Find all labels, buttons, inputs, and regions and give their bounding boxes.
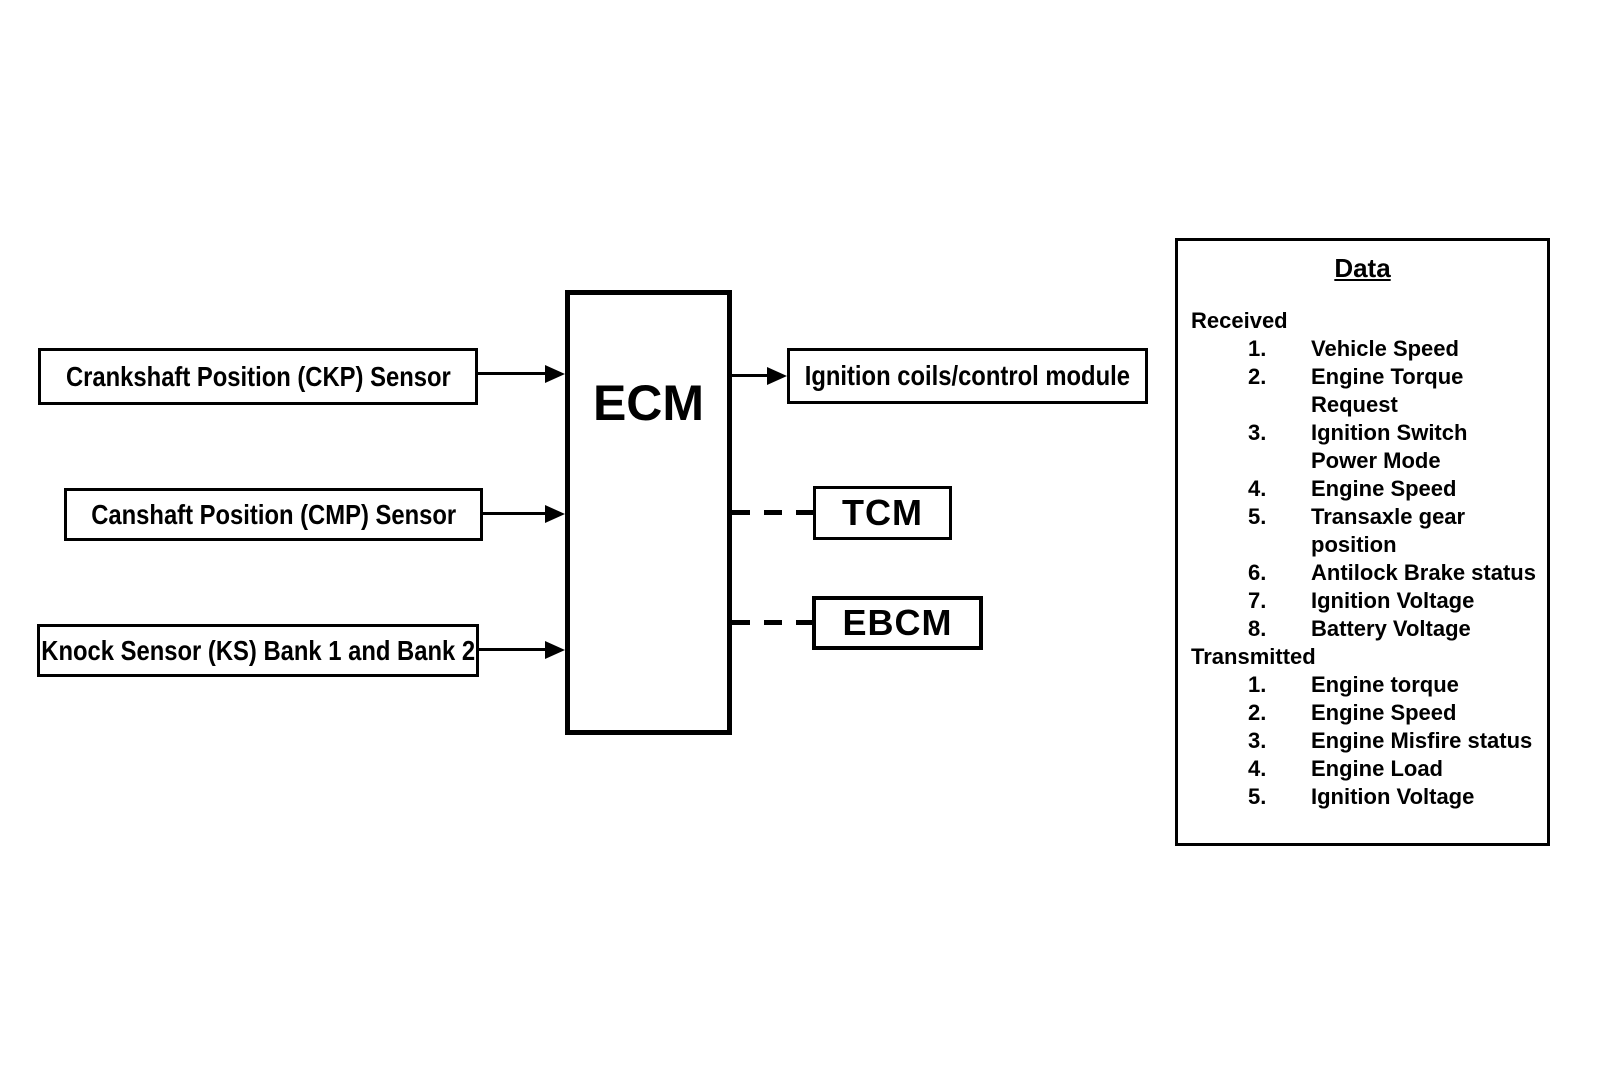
list-item-text: Ignition Voltage [1311, 784, 1475, 809]
list-item: 7. Ignition Voltage [1178, 587, 1547, 615]
data-panel-title: Data [1334, 253, 1391, 283]
knock-sensor-label: Knock Sensor (KS) Bank 1 and Bank 2 [41, 634, 475, 666]
list-item-number: 4. [1248, 476, 1267, 501]
output-box-tcm: TCM [813, 486, 952, 540]
arrowhead-icon [545, 641, 565, 659]
output-box-ignition-coils: Ignition coils/control module [787, 348, 1148, 404]
transmitted-section-label: Transmitted [1191, 644, 1316, 669]
list-item: 3. Engine Misfire status [1178, 727, 1547, 755]
list-item-number: 5. [1248, 504, 1267, 529]
list-item: 8. Battery Voltage [1178, 615, 1547, 643]
arrow-line-cmp-to-ecm [483, 512, 545, 515]
transmitted-list: 1. Engine torque 2. Engine Speed 3. Engine Mi… [1178, 671, 1547, 811]
arrowhead-icon [545, 365, 565, 383]
list-item-number: 6. [1248, 560, 1267, 585]
list-item: 2. Engine Speed [1178, 699, 1547, 727]
ecm-box: ECM [565, 290, 732, 735]
tcm-label: TCM [842, 492, 923, 533]
list-item: 1. Engine torque [1178, 671, 1547, 699]
list-item-number: 8. [1248, 616, 1267, 641]
list-item: 5. Ignition Voltage [1178, 783, 1547, 811]
input-box-cmp-sensor: Canshaft Position (CMP) Sensor [64, 488, 483, 541]
dashed-line-ecm-to-ebcm [732, 620, 812, 625]
arrow-line-ecm-to-ignition [732, 374, 767, 377]
data-panel: Data Received 1. Vehicle Speed 2. Engine To… [1175, 238, 1550, 846]
list-item-text: Engine Misfire status [1311, 728, 1533, 753]
list-item: 6. Antilock Brake status [1178, 559, 1547, 587]
list-item-number: 2. [1248, 700, 1267, 725]
arrow-line-ckp-to-ecm [478, 372, 545, 375]
list-item: 3. Ignition Switch Power Mode [1178, 419, 1547, 475]
list-item-number: 7. [1248, 588, 1267, 613]
list-item-text: Engine Torque Request [1311, 364, 1464, 417]
list-item-text: Engine Speed [1311, 700, 1457, 725]
list-item-text: Transaxle gear position [1311, 504, 1466, 557]
list-item-number: 4. [1248, 756, 1267, 781]
list-item-text: Ignition Voltage [1311, 588, 1475, 613]
list-item-text: Ignition Switch Power Mode [1311, 420, 1468, 473]
received-section-label: Received [1191, 308, 1288, 333]
list-item-text: Engine Speed [1311, 476, 1457, 501]
list-item-text: Vehicle Speed [1311, 336, 1459, 361]
output-box-ebcm: EBCM [812, 596, 983, 650]
list-item-text: Antilock Brake status [1311, 560, 1536, 585]
input-box-knock-sensor: Knock Sensor (KS) Bank 1 and Bank 2 [37, 624, 479, 677]
list-item-number: 1. [1248, 672, 1267, 697]
dashed-line-ecm-to-tcm [732, 510, 813, 515]
list-item-number: 3. [1248, 728, 1267, 753]
arrowhead-icon [767, 367, 787, 385]
cmp-sensor-label: Canshaft Position (CMP) Sensor [91, 498, 456, 530]
list-item-number: 1. [1248, 336, 1267, 361]
list-item-number: 3. [1248, 420, 1267, 445]
list-item: 1. Vehicle Speed [1178, 335, 1547, 363]
list-item-text: Engine Load [1311, 756, 1443, 781]
ebcm-label: EBCM [842, 602, 953, 643]
ckp-sensor-label: Crankshaft Position (CKP) Sensor [65, 360, 451, 392]
arrowhead-icon [545, 505, 565, 523]
list-item: 5. Transaxle gear position [1178, 503, 1547, 559]
list-item-text: Engine torque [1311, 672, 1459, 697]
list-item-number: 2. [1248, 364, 1267, 389]
list-item: 2. Engine Torque Request [1178, 363, 1547, 419]
list-item: 4. Engine Load [1178, 755, 1547, 783]
list-item-text: Battery Voltage [1311, 616, 1471, 641]
ecm-label: ECM [592, 375, 705, 431]
list-item-number: 5. [1248, 784, 1267, 809]
input-box-ckp-sensor: Crankshaft Position (CKP) Sensor [38, 348, 478, 405]
ignition-coils-label: Ignition coils/control module [804, 360, 1131, 391]
arrow-line-ks-to-ecm [479, 648, 545, 651]
list-item: 4. Engine Speed [1178, 475, 1547, 503]
